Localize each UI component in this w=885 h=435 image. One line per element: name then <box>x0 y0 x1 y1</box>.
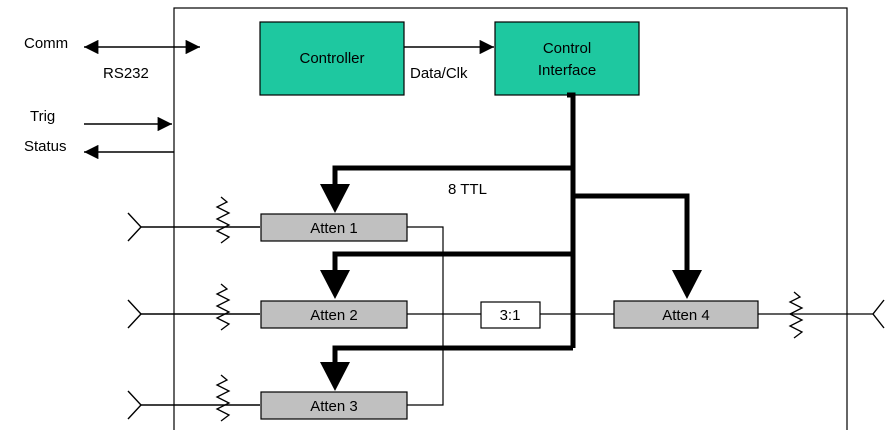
atten2-block <box>260 300 408 329</box>
bus-arrowhead-atten1 <box>320 184 350 213</box>
resistor-2-icon <box>215 283 231 331</box>
bus-arrowhead-atten2 <box>320 270 350 299</box>
control-interface-label-line2: Interface <box>538 62 596 79</box>
combiner-feed-lines <box>407 226 873 406</box>
input-connectors <box>127 212 260 420</box>
bus-branch-atten2 <box>332 251 573 272</box>
resistor-out-icon <box>788 291 804 339</box>
trig-label: Trig <box>30 108 55 125</box>
connector-2-icon <box>127 299 142 329</box>
bus-arrowhead-atten4 <box>672 270 702 299</box>
data-clk-label: Data/Clk <box>410 65 468 82</box>
control-interface-block <box>494 21 640 96</box>
rs232-label: RS232 <box>103 65 149 82</box>
controller-block <box>259 21 405 96</box>
atten1-label: Atten 1 <box>310 220 358 237</box>
ttl-label: 8 TTL <box>448 181 487 198</box>
connector-3-icon <box>127 390 142 420</box>
bus-branch-atten1 <box>332 165 573 186</box>
atten2-label: Atten 2 <box>310 307 358 324</box>
atten4-block <box>613 300 759 329</box>
ttl-bus <box>332 92 690 364</box>
output-connector-icon <box>872 299 885 329</box>
connector-1-icon <box>127 212 142 242</box>
unit-enclosure <box>173 7 848 435</box>
comm-label: Comm <box>24 35 68 52</box>
controller-label: Controller <box>299 50 364 67</box>
bus-branch-atten3 <box>332 345 573 364</box>
resistor-3-icon <box>215 374 231 422</box>
atten3-label: Atten 3 <box>310 398 358 415</box>
atten1-to-combiner <box>407 226 444 406</box>
bus-arrowhead-atten3 <box>320 362 350 391</box>
atten4-label: Atten 4 <box>662 307 710 324</box>
control-interface-label-line1: Control <box>543 40 591 57</box>
combiner-block <box>480 301 541 329</box>
bus-trunk <box>567 92 576 348</box>
resistor-1-icon <box>215 196 231 244</box>
bus-branch-atten4 <box>573 193 690 272</box>
combiner-label: 3:1 <box>500 307 521 324</box>
status-label: Status <box>24 138 67 155</box>
